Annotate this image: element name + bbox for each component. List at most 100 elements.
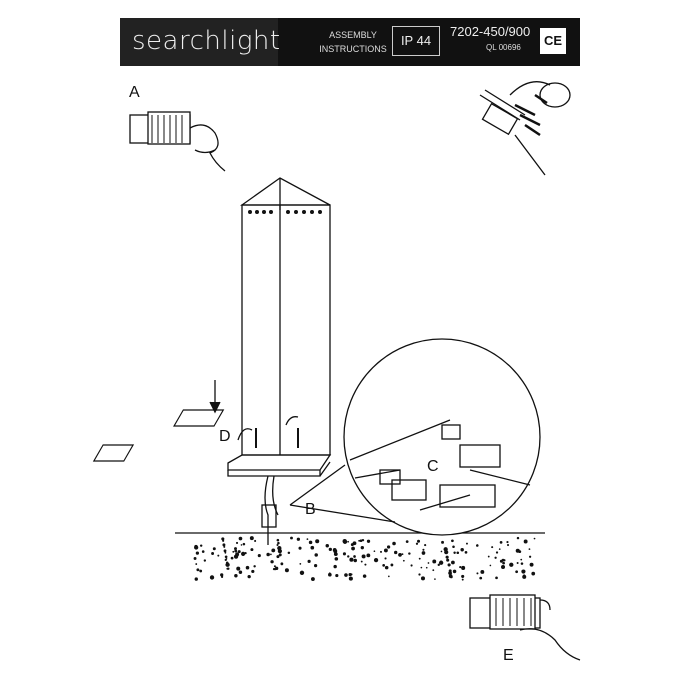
gravel-dot [203, 559, 207, 562]
gravel-dot [520, 562, 524, 565]
ql-code: QL 00696 [486, 43, 521, 52]
gravel-dot [382, 564, 386, 567]
gravel-dot [298, 546, 302, 550]
gravel-dot [328, 547, 332, 552]
label-e: E [503, 647, 514, 664]
gravel-dot [402, 559, 405, 562]
gravel-dot [224, 555, 228, 559]
gravel-dot [325, 544, 329, 548]
gravel-dot [432, 569, 435, 572]
gravel-dot [432, 559, 437, 564]
gravel-dot [425, 566, 428, 569]
gravel-dot [392, 541, 396, 546]
gravel-dot [348, 576, 353, 581]
gravel-dot [220, 575, 224, 579]
gravel-dot [234, 547, 237, 551]
gravel-dot [515, 548, 520, 553]
gravel-dot [362, 574, 367, 578]
gravel-dot [272, 567, 276, 571]
gravel-dot [437, 563, 440, 567]
gravel-dot [347, 540, 349, 543]
gravel-dot [502, 561, 505, 565]
gravel-dot [220, 573, 224, 577]
gravel-dot [476, 572, 479, 575]
gravel-dot [456, 551, 460, 555]
assembly-line-2: INSTRUCTIONS [319, 44, 387, 54]
gravel-dot [464, 550, 468, 554]
gravel-dot [361, 538, 365, 542]
gravel-dot [418, 573, 421, 576]
brand-panel [120, 18, 278, 66]
gravel-dot [278, 553, 282, 557]
gravel-dot [284, 568, 289, 573]
bollard [227, 177, 332, 545]
assembly-line-1: ASSEMBLY [329, 30, 377, 40]
gravel-dot [448, 574, 453, 578]
gravel-dot [405, 540, 409, 543]
gravel-dot [333, 552, 338, 557]
assembly-instructions-title: ASSEMBLY INSTRUCTIONS [318, 28, 388, 56]
gravel-dot [193, 557, 197, 560]
gravel-dot [394, 550, 398, 555]
ip-rating-badge: IP 44 [392, 26, 440, 56]
gravel-dot [232, 550, 235, 553]
gravel-dot [201, 550, 205, 553]
gravel-dot [277, 548, 282, 554]
taped-wires-inset [479, 81, 571, 176]
gravel-dot [494, 556, 497, 559]
ce-mark: CE [540, 28, 566, 54]
gravel-dot [366, 553, 371, 558]
gravel-dot [360, 560, 363, 563]
gravel-dot [415, 542, 419, 545]
gravel-dot [398, 553, 402, 557]
gravel-dot [225, 562, 230, 567]
gravel-dot [221, 537, 225, 541]
connector-inset-a [129, 111, 226, 172]
gravel-dot [530, 564, 533, 567]
gravel-dot [280, 562, 284, 566]
gravel-dot [516, 562, 519, 565]
gravel-dot [235, 541, 239, 544]
gravel-dot [453, 551, 456, 554]
gravel-dot [364, 563, 367, 566]
gravel-dot [223, 549, 227, 553]
gravel-dot [461, 578, 464, 581]
gravel-dot [349, 557, 354, 562]
gravel-dot [227, 567, 230, 570]
gravel-dot [452, 545, 455, 549]
gravel-dot [242, 542, 246, 546]
gravel-dot [351, 546, 355, 551]
gravel-dot [383, 548, 388, 553]
gravel-dot [475, 544, 479, 547]
gravel-dot [310, 577, 315, 581]
gravel-dot [533, 537, 536, 540]
gravel-dot [444, 550, 449, 555]
gravel-dot [440, 550, 443, 553]
gravel-dot [459, 566, 462, 569]
gravel-dot [296, 537, 301, 541]
gravel-dot [384, 557, 387, 560]
gravel-dot [384, 565, 389, 570]
gravel-dot [274, 566, 279, 571]
gravel-dot [441, 540, 444, 544]
gravel-dot [217, 554, 220, 557]
gravel-dot [308, 540, 313, 545]
gravel-dot [276, 543, 279, 546]
gravel-dot [335, 573, 339, 578]
gravel-dot [461, 565, 466, 570]
gravel-dot [421, 551, 426, 555]
gravel-dot [466, 542, 468, 545]
gravel-dot [199, 569, 203, 573]
header-bar: searchlight ASSEMBLY INSTRUCTIONS IP 44 … [120, 18, 580, 66]
gravel-dot [362, 555, 366, 559]
gravel-dot [333, 564, 337, 569]
gravel-dot [520, 558, 523, 561]
gravel-dot [451, 560, 455, 565]
gravel-dot [276, 555, 280, 559]
gravel-dot [451, 539, 454, 543]
gravel-dot [487, 555, 490, 558]
gravel-dot [238, 536, 243, 541]
gravel-dot [195, 563, 198, 565]
gravel-dot [445, 555, 449, 559]
gravel-dot [448, 571, 452, 575]
